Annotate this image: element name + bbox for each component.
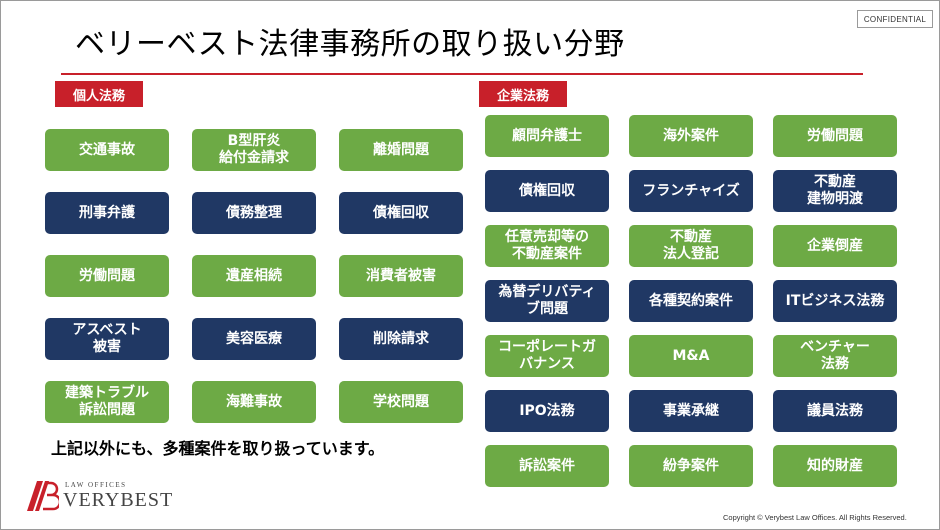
practice-area-tile: 美容医療 — [192, 318, 316, 360]
practice-area-tile: アスベスト 被害 — [45, 318, 169, 360]
practice-area-tile: B型肝炎 給付金請求 — [192, 129, 316, 171]
practice-area-tile: 不動産 法人登記 — [629, 225, 753, 267]
practice-area-tile: 企業倒産 — [773, 225, 897, 267]
practice-area-tile: 債権回収 — [339, 192, 463, 234]
practice-area-tile: 海外案件 — [629, 115, 753, 157]
practice-area-tile: 労働問題 — [773, 115, 897, 157]
practice-area-tile: 消費者被害 — [339, 255, 463, 297]
practice-area-tile: IPO法務 — [485, 390, 609, 432]
logo-wordmark: VERYBEST — [63, 489, 174, 511]
practice-area-tile: 知的財産 — [773, 445, 897, 487]
practice-area-tile: 不動産 建物明渡 — [773, 170, 897, 212]
practice-area-tile: 離婚問題 — [339, 129, 463, 171]
page-title: ベリーベスト法律事務所の取り扱い分野 — [75, 27, 625, 62]
confidential-badge: CONFIDENTIAL — [857, 10, 933, 28]
practice-area-tile: 建築トラブル 訴訟問題 — [45, 381, 169, 423]
practice-area-tile: コーポレートガ バナンス — [485, 335, 609, 377]
practice-area-tile: 遺産相続 — [192, 255, 316, 297]
practice-area-tile: 訴訟案件 — [485, 445, 609, 487]
practice-area-tile: ITビジネス法務 — [773, 280, 897, 322]
practice-area-tile: 紛争案件 — [629, 445, 753, 487]
section-label-corporate: 企業法務 — [479, 81, 567, 107]
practice-area-tile: 任意売却等の 不動産案件 — [485, 225, 609, 267]
practice-area-tile: M&A — [629, 335, 753, 377]
copyright-text: Copyright © Verybest Law Offices. All Ri… — [723, 513, 907, 522]
footer-note: 上記以外にも、多種案件を取り扱っています。 — [51, 439, 385, 458]
logo-subtitle: LAW OFFICES — [65, 481, 127, 489]
practice-area-tile: 交通事故 — [45, 129, 169, 171]
practice-area-tile: 労働問題 — [45, 255, 169, 297]
practice-area-tile: 債権回収 — [485, 170, 609, 212]
title-divider — [61, 73, 863, 75]
practice-area-tile: 削除請求 — [339, 318, 463, 360]
practice-area-tile: 事業承継 — [629, 390, 753, 432]
practice-area-tile: 議員法務 — [773, 390, 897, 432]
practice-area-tile: 学校問題 — [339, 381, 463, 423]
practice-area-tile: 刑事弁護 — [45, 192, 169, 234]
verybest-logo-mark-icon — [27, 481, 59, 511]
practice-area-tile: 各種契約案件 — [629, 280, 753, 322]
practice-area-tile: 海難事故 — [192, 381, 316, 423]
practice-area-tile: 債務整理 — [192, 192, 316, 234]
practice-area-tile: フランチャイズ — [629, 170, 753, 212]
practice-area-tile: ベンチャー 法務 — [773, 335, 897, 377]
firm-logo: LAW OFFICES VERYBEST — [25, 479, 175, 515]
practice-area-tile: 顧問弁護士 — [485, 115, 609, 157]
practice-area-tile: 為替デリバティ ブ問題 — [485, 280, 609, 322]
section-label-personal: 個人法務 — [55, 81, 143, 107]
